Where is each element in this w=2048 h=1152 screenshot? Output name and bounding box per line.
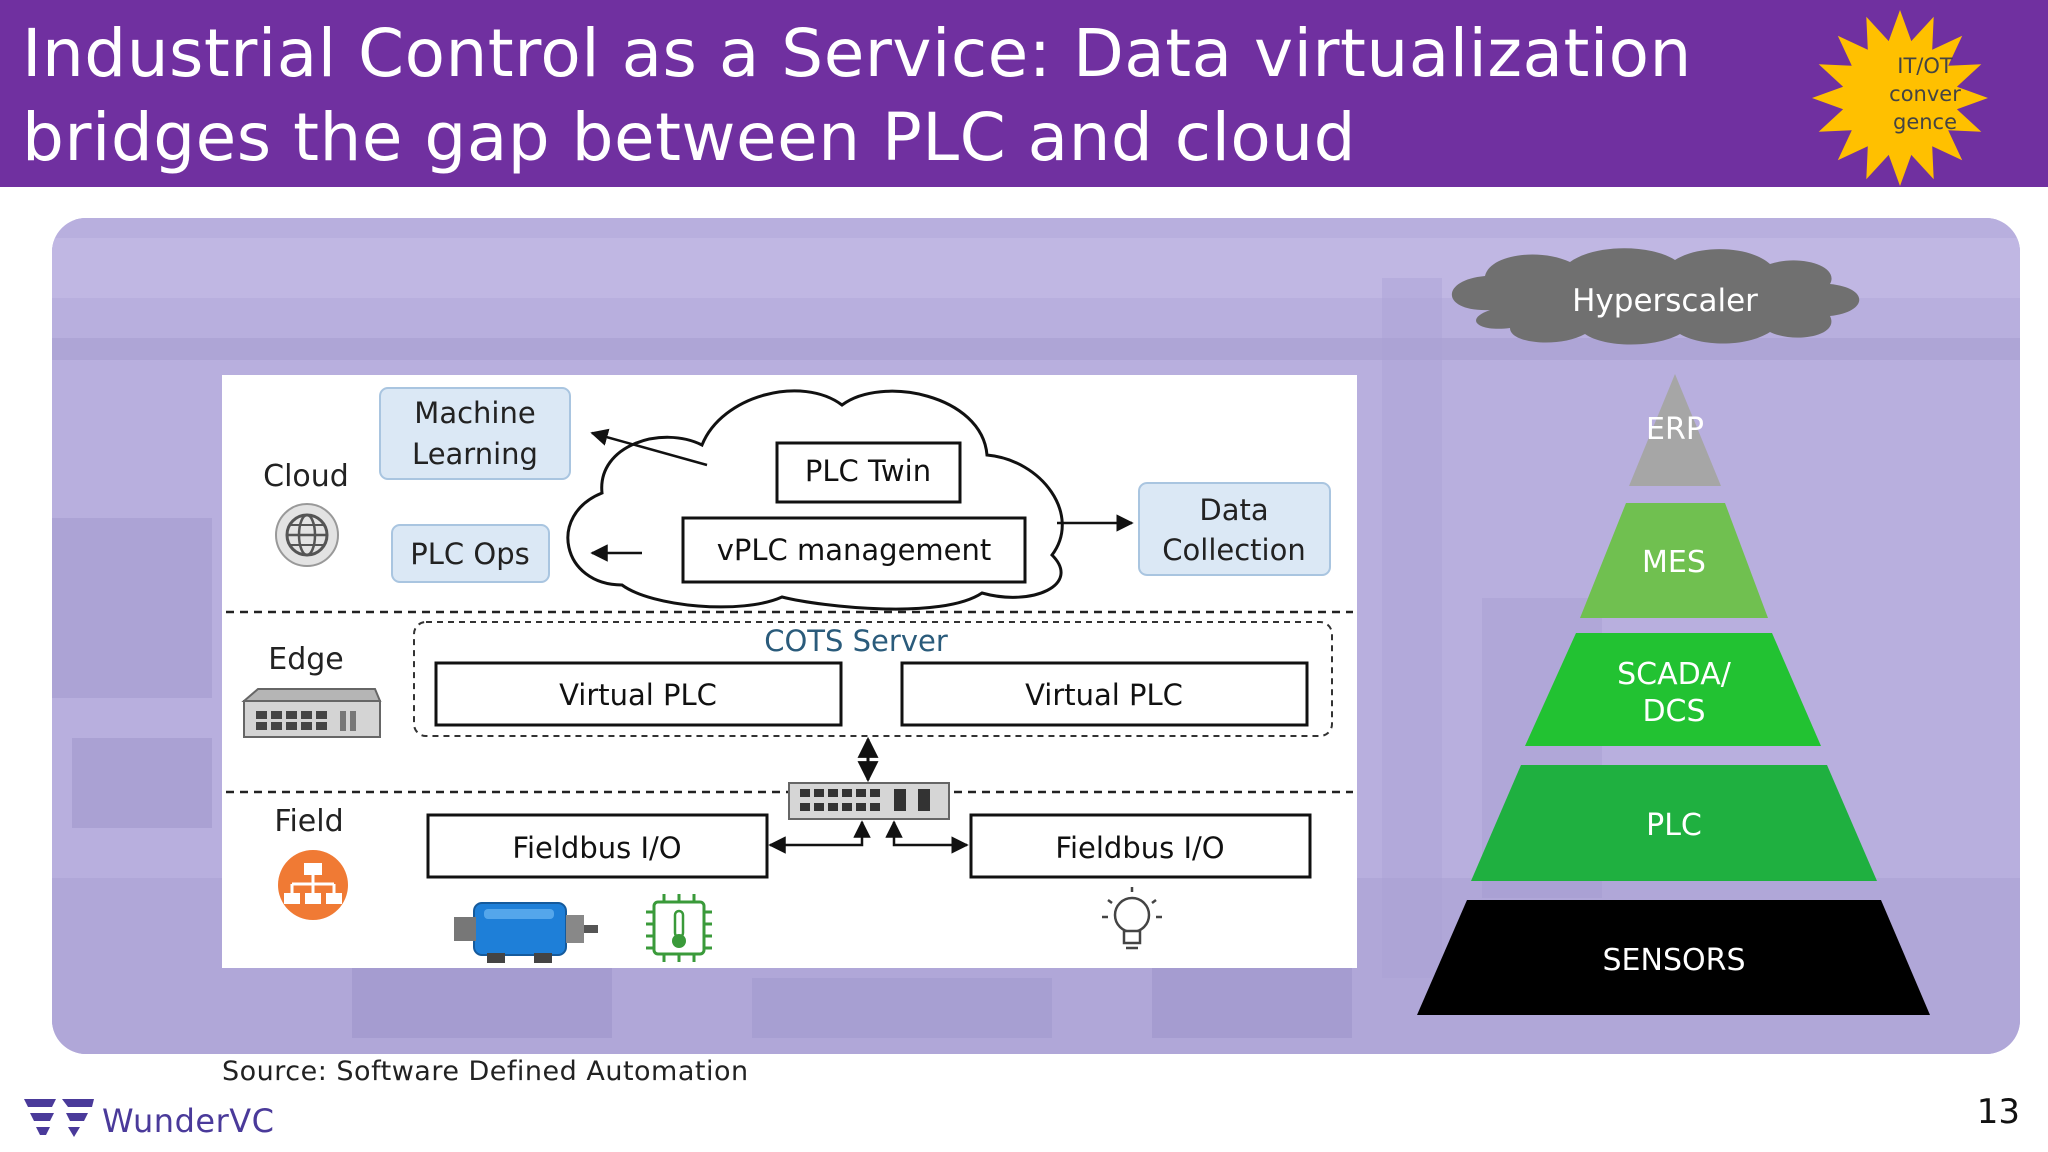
network-switch-icon (241, 688, 382, 738)
arrow-to-machine-learning (590, 428, 708, 467)
layer-label-edge: Edge (268, 642, 344, 677)
fieldbus-1-label: Fieldbus I/O (512, 831, 681, 865)
starburst-badge (1812, 10, 1988, 186)
fieldbus-2-label: Fieldbus I/O (1055, 831, 1224, 865)
level-label-scada: SCADA/ (1617, 657, 1732, 692)
badge-line-3: gence (1892, 110, 1958, 134)
pyramid-level-sensors: SENSORS (1417, 900, 1930, 1015)
arrow-switch-fieldbus-2 (885, 820, 969, 854)
layer-label-field: Field (274, 804, 343, 839)
level-label-plc: PLC (1646, 808, 1702, 843)
machine-learning-line-2: Learning (412, 437, 538, 471)
badge-line-1: IT/OT (1897, 54, 1953, 78)
fieldbus-box-2: Fieldbus I/O (969, 813, 1312, 879)
plc-twin-box: PLC Twin (775, 441, 962, 504)
architecture-diagram: Cloud Edge Field (222, 375, 1357, 968)
level-label-mes: MES (1642, 545, 1706, 580)
slide-title: Industrial Control as a Service: Data vi… (22, 12, 1782, 180)
light-bulb-icon (1102, 887, 1162, 950)
hyperscaler-cloud: Hyperscaler (1451, 248, 1860, 345)
page-number: 13 (1976, 1092, 2020, 1132)
field-switch-icon (788, 782, 950, 820)
pyramid-level-mes: MES (1580, 503, 1768, 618)
virtual-plc-2-label: Virtual PLC (1025, 678, 1183, 712)
level-label-sensors: SENSORS (1603, 943, 1746, 978)
plc-twin-label: PLC Twin (805, 454, 931, 488)
virtual-plc-box-2: Virtual PLC (900, 661, 1309, 727)
motor-icon (454, 902, 598, 963)
slide-title-line-2: bridges the gap between PLC and cloud (22, 99, 1357, 176)
cots-server-box: COTS Server (413, 621, 1333, 737)
vplc-management-box: vPLC management (681, 516, 1027, 584)
badge-text: IT/OT conver gence (1870, 52, 1980, 136)
temperature-chip-icon (646, 894, 712, 962)
pyramid-level-scada: SCADA/ DCS (1525, 633, 1821, 746)
level-label-dcs: DCS (1642, 694, 1705, 729)
globe-icon (275, 503, 339, 567)
wundervc-logo-text: WunderVC (102, 1102, 275, 1140)
machine-learning-line-1: Machine (414, 396, 535, 430)
virtual-plc-box-1: Virtual PLC (434, 661, 843, 727)
hierarchy-icon (278, 850, 348, 920)
badge-line-2: conver (1889, 82, 1961, 106)
architecture-svg: Cloud Edge Field (226, 387, 1353, 963)
fieldbus-box-1: Fieldbus I/O (426, 813, 769, 879)
source-note: Source: Software Defined Automation (222, 1056, 749, 1087)
data-collection-box: Data Collection (1138, 482, 1331, 576)
hyperscaler-label: Hyperscaler (1572, 283, 1758, 319)
wundervc-logo-icon (24, 1099, 94, 1137)
virtual-plc-1-label: Virtual PLC (559, 678, 717, 712)
pyramid-level-erp: ERP (1629, 374, 1721, 486)
data-collection-line-1: Data (1199, 493, 1268, 527)
machine-learning-box: Machine Learning (379, 387, 571, 480)
plc-ops-label: PLC Ops (410, 537, 529, 571)
vplc-management-label: vPLC management (717, 533, 992, 567)
layer-label-cloud: Cloud (263, 459, 349, 494)
data-collection-line-2: Collection (1162, 533, 1305, 567)
arrow-fieldbus-1-switch (768, 820, 871, 854)
slide-title-line-1: Industrial Control as a Service: Data vi… (22, 15, 1692, 92)
pyramid-level-plc: PLC (1471, 765, 1877, 881)
cots-server-label: COTS Server (764, 624, 948, 658)
plc-ops-box: PLC Ops (391, 524, 550, 583)
level-label-erp: ERP (1646, 412, 1704, 447)
automation-pyramid: Hyperscaler ERP MES SCADA/ DCS PLC SENSO… (1417, 248, 1930, 1015)
title-bar: Industrial Control as a Service: Data vi… (0, 0, 2048, 187)
